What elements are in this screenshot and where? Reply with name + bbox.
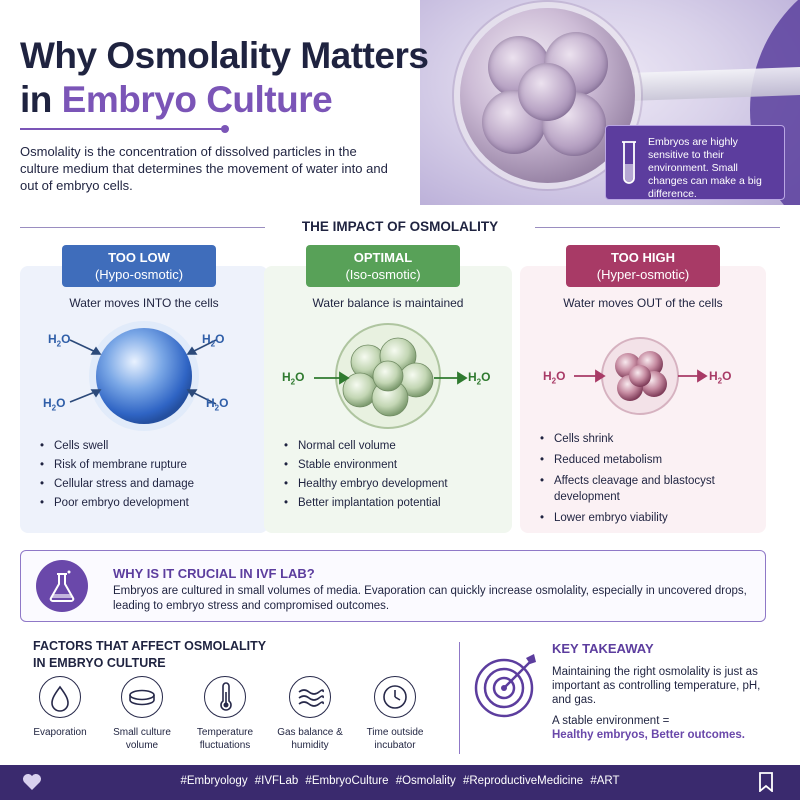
list-item: Reduced metabolism (538, 452, 743, 468)
water-label-opt-in: H2O (282, 370, 305, 387)
list-item: Normal cell volume (282, 437, 497, 456)
factor-evaporation: Evaporation (20, 676, 100, 739)
too-low-description: Water moves INTO the cells (69, 296, 219, 310)
balanced-embryo-illustration (314, 323, 468, 429)
key-takeaway-text: Maintaining the right osmolality is just… (552, 666, 761, 706)
optimal-badge: OPTIMAL (Iso-osmotic) (306, 245, 460, 287)
list-item: Risk of membrane rupture (38, 456, 253, 475)
petri-dish-icon (129, 689, 155, 706)
optimal-description: Water balance is maintained (312, 296, 464, 310)
section-line-right (535, 227, 780, 228)
title-line-1: Why Osmolality Matters (20, 35, 429, 76)
water-label-high-out: H2O (709, 369, 732, 386)
crucial-title: WHY IS IT CRUCIAL IN IVF LAB? (113, 566, 315, 581)
droplet-icon (51, 685, 69, 712)
list-item: Healthy embryo development (282, 475, 497, 494)
too-high-bullets: Cells shrink Reduced metabolism Affects … (538, 431, 743, 526)
key-takeaway-highlight: Healthy embryos, Better outcomes. (552, 729, 746, 741)
title-line-2-prefix: in (20, 79, 62, 120)
factors-title-line-1: FACTORS THAT AFFECT OSMOLALITY (33, 639, 267, 653)
section-line-left (20, 227, 265, 228)
swollen-cell-illustration (69, 321, 217, 431)
factor-temperature: Temperature fluctuations (185, 676, 265, 752)
list-item: Cellular stress and damage (38, 475, 253, 494)
note-text: Embryos are highly sensitive to their en… (648, 136, 762, 200)
list-item: Cells swell (38, 437, 253, 456)
too-low-badge-title: TOO LOW (108, 250, 170, 265)
waves-icon (298, 689, 324, 707)
intro-text: Osmolality is the concentration of disso… (20, 144, 388, 193)
factor-label: Evaporation (33, 727, 87, 738)
test-tube-icon (622, 141, 636, 184)
factor-label: Gas balance & humidity (277, 727, 343, 751)
water-label-low-tl: H2O (48, 332, 71, 349)
water-label-high-in: H2O (543, 369, 566, 386)
hero-embryo-image (420, 0, 800, 205)
shrunken-embryo-illustration (574, 337, 708, 415)
title-line-2-accent: Embryo Culture (61, 79, 333, 120)
factors-title: FACTORS THAT AFFECT OSMOLALITY IN EMBRYO… (33, 638, 266, 672)
optimal-bullets: Normal cell volume Stable environment He… (282, 437, 497, 513)
ivf-crucial-panel (20, 550, 766, 622)
swollen-cell (96, 328, 192, 424)
section-divider (459, 642, 460, 754)
list-item: Affects cleavage and blastocyst developm… (538, 473, 743, 505)
list-item: Stable environment (282, 456, 497, 475)
bookmark-icon[interactable] (758, 772, 774, 792)
too-high-badge-title: TOO HIGH (610, 250, 676, 265)
factor-time-outside: Time outside incubator (355, 676, 435, 752)
too-low-bullets: Cells swell Risk of membrane rupture Cel… (38, 437, 253, 513)
crucial-text: Embryos are cultured in small volumes of… (113, 585, 747, 612)
too-low-badge-sub: (Hypo-osmotic) (94, 267, 184, 282)
clock-icon (383, 685, 407, 709)
factor-small-volume: Small culture volume (102, 676, 182, 752)
footer-bar (0, 765, 800, 800)
target-icon (474, 654, 536, 718)
flask-icon (49, 570, 75, 602)
water-label-low-br: H2O (206, 396, 229, 413)
thermometer-icon (220, 682, 232, 711)
water-label-low-tr: H2O (202, 332, 225, 349)
list-item: Lower embryo viability (538, 510, 743, 526)
footer-hashtags: #Embryology #IVFLab #EmbryoCulture #Osmo… (180, 775, 620, 787)
list-item: Cells shrink (538, 431, 743, 447)
impact-section-title: THE IMPACT OF OSMOLALITY (301, 219, 499, 234)
too-high-description: Water moves OUT of the cells (563, 296, 723, 310)
water-label-opt-out: H2O (468, 370, 491, 387)
too-low-badge: TOO LOW (Hypo-osmotic) (62, 245, 216, 287)
too-high-badge: TOO HIGH (Hyper-osmotic) (566, 245, 720, 287)
too-high-badge-sub: (Hyper-osmotic) (596, 267, 690, 282)
sensitivity-note: Embryos are highly sensitive to their en… (605, 125, 785, 200)
factor-label: Small culture volume (113, 727, 171, 751)
optimal-badge-title: OPTIMAL (353, 250, 413, 265)
heart-icon[interactable] (22, 773, 42, 791)
water-label-low-bl: H2O (43, 396, 66, 413)
title-underline (20, 125, 229, 133)
list-item: Better implantation potential (282, 494, 497, 513)
flask-icon-badge (36, 560, 88, 612)
key-takeaway-stable: A stable environment = (552, 715, 670, 727)
factors-title-line-2: IN EMBRYO CULTURE (33, 656, 166, 670)
factor-label: Temperature fluctuations (196, 727, 254, 751)
factor-gas-humidity: Gas balance & humidity (270, 676, 350, 752)
optimal-badge-sub: (Iso-osmotic) (345, 267, 421, 282)
factor-label: Time outside incubator (366, 727, 424, 751)
page-title: Why Osmolality Matters in Embryo Culture (20, 34, 429, 122)
list-item: Poor embryo development (38, 494, 253, 513)
key-takeaway-title: KEY TAKEAWAY (552, 641, 654, 656)
